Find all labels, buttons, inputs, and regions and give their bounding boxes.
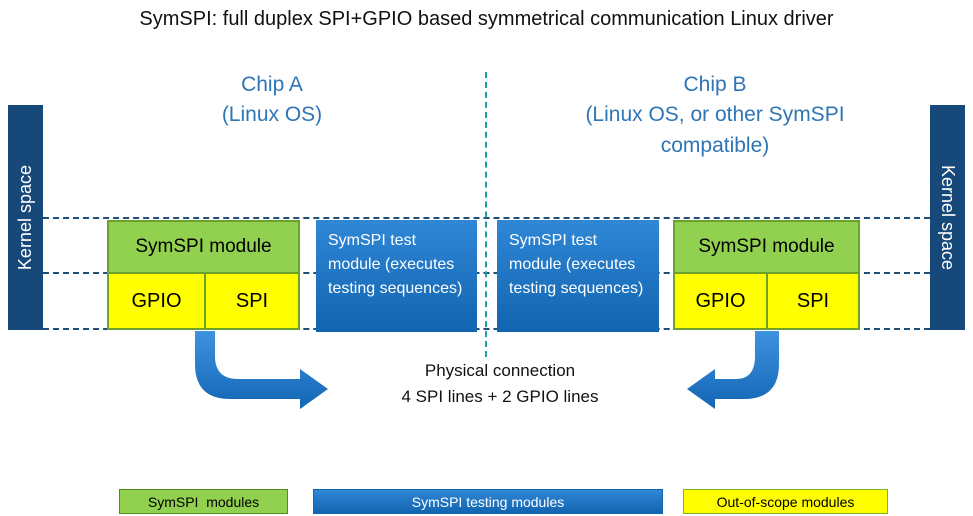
chip-b-subtitle: (Linux OS, or other SymSPI compatible) bbox=[585, 103, 845, 157]
legend-out-of-scope-modules: Out-of-scope modules bbox=[683, 489, 888, 514]
chip-a-name: Chip A bbox=[241, 73, 303, 96]
kernel-space-bar-left: Kernel space bbox=[8, 105, 43, 330]
chip-b-name: Chip B bbox=[683, 73, 747, 96]
legend-testing-modules: SymSPI testing modules bbox=[313, 489, 663, 514]
right-elbow-arrow bbox=[687, 331, 779, 409]
physical-connection-caption: Physical connection 4 SPI lines + 2 GPIO… bbox=[350, 358, 650, 409]
legend-symspi-modules: SymSPI modules bbox=[119, 489, 288, 514]
spi-box-chip-a: SPI bbox=[204, 272, 300, 330]
test-module-label-chip-b: SymSPI test module (executes testing seq… bbox=[509, 232, 644, 297]
gpio-box-chip-a: GPIO bbox=[107, 272, 206, 330]
symspi-module-label-chip-a: SymSPI module bbox=[135, 236, 272, 257]
symspi-module-label-chip-b: SymSPI module bbox=[698, 236, 835, 257]
spi-box-chip-b: SPI bbox=[766, 272, 860, 330]
test-module-label-chip-a: SymSPI test module (executes testing seq… bbox=[328, 232, 463, 297]
chip-b-label: Chip B (Linux OS, or other SymSPI compat… bbox=[545, 70, 885, 161]
legend-symspi-modules-label: SymSPI modules bbox=[147, 493, 260, 510]
legend-testing-modules-label: SymSPI testing modules bbox=[411, 493, 565, 510]
kernel-space-bar-right: Kernel space bbox=[930, 105, 965, 330]
diagram-title: SymSPI: full duplex SPI+GPIO based symme… bbox=[139, 8, 834, 30]
spi-label-chip-a: SPI bbox=[235, 289, 269, 312]
test-module-box-chip-b: SymSPI test module (executes testing seq… bbox=[497, 220, 659, 332]
spi-label-chip-b: SPI bbox=[796, 289, 830, 312]
kernel-space-label-right: Kernel space bbox=[938, 164, 958, 271]
gpio-box-chip-b: GPIO bbox=[673, 272, 768, 330]
legend-out-of-scope-modules-label: Out-of-scope modules bbox=[716, 493, 855, 510]
gpio-label-chip-a: GPIO bbox=[131, 289, 182, 312]
test-module-box-chip-a: SymSPI test module (executes testing seq… bbox=[316, 220, 477, 332]
kernel-space-label-left: Kernel space bbox=[15, 164, 35, 271]
physical-connection-line2: 4 SPI lines + 2 GPIO lines bbox=[401, 386, 599, 406]
chip-a-subtitle: (Linux OS) bbox=[221, 103, 323, 127]
left-elbow-arrow bbox=[195, 331, 328, 409]
gpio-label-chip-b: GPIO bbox=[695, 289, 746, 312]
chip-separator-dashed-line bbox=[485, 72, 487, 357]
physical-connection-line1: Physical connection bbox=[424, 361, 576, 380]
symspi-module-box-chip-a: SymSPI module bbox=[107, 220, 300, 274]
symspi-module-box-chip-b: SymSPI module bbox=[673, 220, 860, 274]
chip-a-label: Chip A (Linux OS) bbox=[147, 70, 397, 131]
